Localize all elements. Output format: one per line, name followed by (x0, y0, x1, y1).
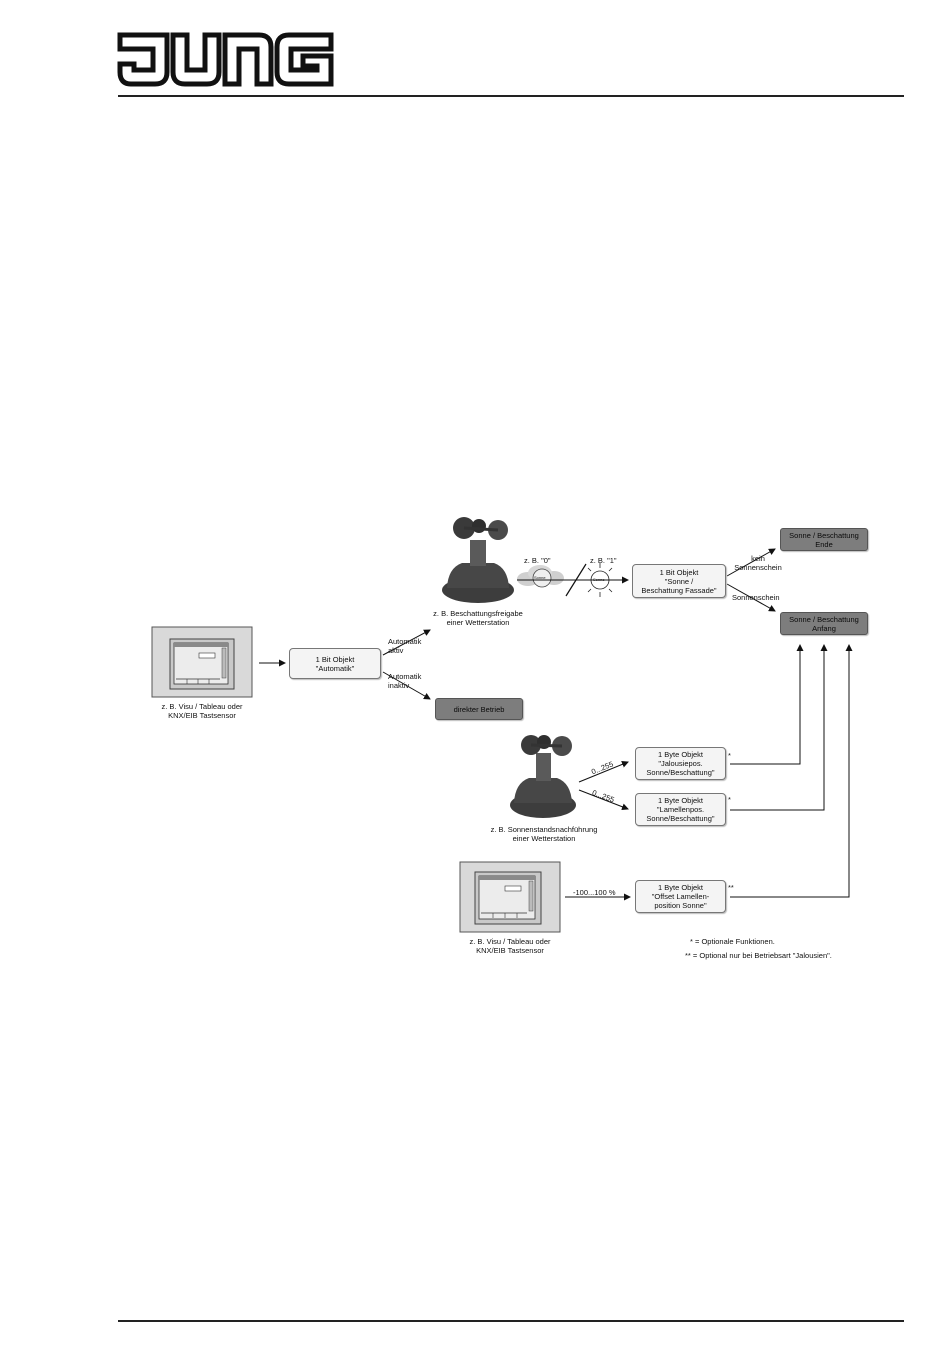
percent-range-label: -100...100 % (573, 888, 616, 897)
arrow-kein-sonnenschein (726, 548, 776, 577)
arrow-sonnenschein (726, 583, 776, 612)
jalousie-optional-mark: * (728, 751, 731, 760)
kein-sonnenschein-label: kein Sonnenschein (734, 554, 782, 572)
panel-left-caption: z. B. Visu / Tableau oder KNX/EIB Tastse… (161, 702, 243, 720)
lamellen-object-box: 1 Byte Objekt "Lamellenpos. Sonne/Bescha… (635, 793, 726, 826)
automatik-object-box: 1 Bit Objekt "Automatik" (289, 648, 381, 679)
jalousie-object-box: 1 Byte Objekt "Jalousiepos. Sonne/Bescha… (635, 747, 726, 780)
cloud-sun-icon (517, 565, 564, 588)
arrow-lamellen-anfang (730, 644, 828, 811)
footer-rule (118, 1320, 904, 1322)
arrow-jalousie-anfang (730, 644, 804, 765)
cloud-sun-label: Sonne (534, 575, 546, 580)
signal-one-label: z. B. "1" (590, 556, 617, 565)
jung-logo (117, 32, 334, 87)
arrow-range-2 (578, 789, 629, 811)
signal-zero-label: z. B. "0" (524, 556, 551, 565)
panel-bottom-caption: z. B. Visu / Tableau oder KNX/EIB Tastse… (469, 937, 551, 955)
sonnenschein-label: Sonnenschein (732, 593, 780, 602)
lamellen-optional-mark: * (728, 795, 731, 804)
beschattung-anfang-box: Sonne / Beschattung Anfang (780, 612, 868, 635)
legend-optional: * = Optionale Funktionen. (690, 937, 775, 946)
offset-optional-mark: ** (728, 883, 734, 892)
arrow-automatik-aktiv (382, 629, 431, 656)
sonne-object-box: 1 Bit Objekt "Sonne / Beschattung Fassad… (632, 564, 726, 598)
arrow-range-1 (578, 761, 629, 783)
visu-panel-bottom (459, 861, 561, 933)
weather-station-top (442, 517, 514, 603)
automatik-inaktiv-label: Automatik inaktiv (388, 672, 422, 690)
station-bottom-caption: z. B. Sonnenstandsnachführung einer Wett… (490, 825, 598, 843)
beschattung-ende-box: Sonne / Beschattung Ende (780, 528, 868, 551)
sun-label: Sonne (593, 577, 605, 582)
visu-panel-left (151, 626, 253, 698)
arrow-automatik-inaktiv (382, 671, 431, 700)
offset-object-box: 1 Byte Objekt "Offset Lamellen- position… (635, 880, 726, 913)
automatik-aktiv-label: Automatik aktiv (388, 637, 422, 655)
arrow-offset-anfang (730, 644, 853, 898)
header-rule (118, 95, 904, 97)
direkter-betrieb-box: direkter Betrieb (435, 698, 523, 720)
station-top-caption: z. B. Beschattungsfreigabe einer Wetters… (433, 609, 523, 627)
signal-slash (565, 563, 587, 597)
legend-optional-jalousien: ** = Optional nur bei Betriebsart "Jalou… (685, 951, 832, 960)
weather-station-bottom (510, 735, 576, 818)
